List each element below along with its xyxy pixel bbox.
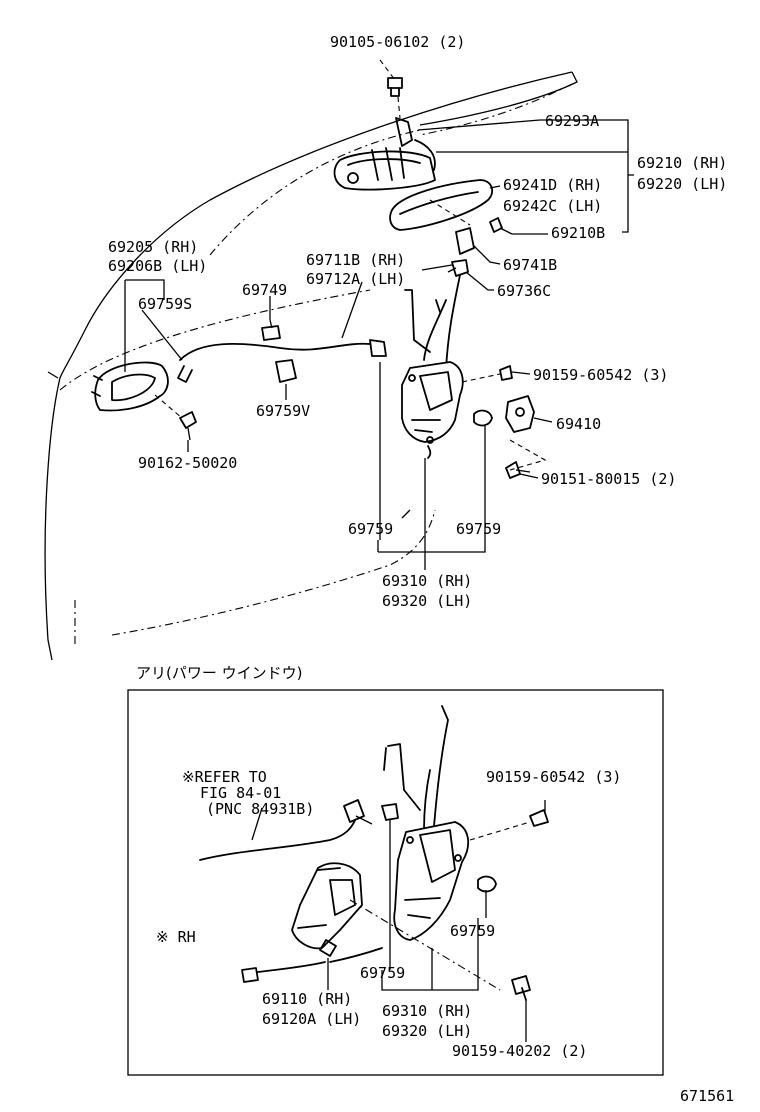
part-labels: 90105-06102 (2) 69293A 69210 (RH) 69220 … bbox=[108, 33, 734, 1105]
label-69712a: 69712A (LH) bbox=[306, 270, 405, 288]
label-69210-rh: 69210 (RH) bbox=[637, 154, 727, 172]
bolt-90159-upper bbox=[461, 365, 513, 383]
label-69736c: 69736C bbox=[497, 282, 551, 300]
label-69210b: 69210B bbox=[551, 224, 605, 242]
door-panel-outline bbox=[44, 71, 578, 661]
label-69206b: 69206B (LH) bbox=[108, 257, 207, 275]
door-lock-rods bbox=[404, 274, 461, 371]
label-69241d: 69241D (RH) bbox=[503, 176, 602, 194]
screw-69210b bbox=[489, 217, 513, 235]
label-69759-lower-right: 69759 bbox=[450, 922, 495, 940]
label-69749: 69749 bbox=[242, 281, 287, 299]
label-69293a: 69293A bbox=[545, 112, 599, 130]
label-69320-lh: 69320 (LH) bbox=[382, 592, 472, 610]
section-title-power-window: アリ(パワー ウインドウ) bbox=[136, 664, 302, 682]
label-69310-rh: 69310 (RH) bbox=[382, 572, 472, 590]
label-69759-left: 69759 bbox=[348, 520, 393, 538]
label-69759-right: 69759 bbox=[456, 520, 501, 538]
figure-number: 671561 bbox=[680, 1087, 734, 1105]
label-90162: 90162-50020 bbox=[138, 454, 237, 472]
screw-90159-40202 bbox=[511, 975, 531, 1001]
inside-lock-cable-69711 bbox=[177, 339, 387, 383]
bolt-90159-lower bbox=[529, 800, 549, 827]
clip-69759v bbox=[275, 359, 297, 383]
label-69120a: 69120A (LH) bbox=[262, 1010, 361, 1028]
label-69711b: 69711B (RH) bbox=[306, 251, 405, 269]
refer-note-line2: FIG 84-01 bbox=[200, 784, 281, 802]
power-door-lock-assembly bbox=[393, 821, 531, 941]
label-90159-60542-upper: 90159-60542 (3) bbox=[533, 366, 668, 384]
door-lock-cable-lower bbox=[199, 799, 373, 861]
handle-cover-69241 bbox=[389, 179, 494, 231]
label-69110: 69110 (RH) bbox=[262, 990, 352, 1008]
label-69410: 69410 bbox=[556, 415, 601, 433]
label-69220-lh: 69220 (LH) bbox=[637, 175, 727, 193]
screw-90162 bbox=[154, 394, 197, 441]
door-lock-motor-69110 bbox=[241, 862, 501, 991]
label-69759v: 69759V bbox=[256, 402, 310, 420]
label-90151: 90151-80015 (2) bbox=[541, 470, 676, 488]
leader-lines-upper bbox=[124, 119, 634, 570]
rod-clip-lower bbox=[381, 803, 399, 821]
label-90105: 90105-06102 (2) bbox=[330, 33, 465, 51]
label-69320-lh-lower: 69320 (LH) bbox=[382, 1022, 472, 1040]
grommet-69759-lower bbox=[477, 875, 497, 893]
power-window-section-frame bbox=[127, 689, 664, 1076]
label-69310-rh-lower: 69310 (RH) bbox=[382, 1002, 472, 1020]
bolt-90105 bbox=[379, 59, 403, 119]
refer-note-line1: ※REFER TO bbox=[182, 768, 267, 786]
rod-clip-69736c bbox=[447, 259, 469, 277]
leader-lines-lower bbox=[251, 807, 527, 1042]
label-90159-40202: 90159-40202 (2) bbox=[452, 1042, 587, 1060]
inside-handle-69205 bbox=[91, 361, 169, 412]
refer-note-line3: (PNC 84931B) bbox=[206, 800, 314, 818]
rh-note: ※ RH bbox=[156, 928, 196, 946]
lock-striker-69410 bbox=[505, 395, 547, 471]
outside-handle-69210 bbox=[333, 117, 436, 191]
door-lock-assembly-69310 bbox=[401, 361, 464, 459]
rod-clip-69741b bbox=[455, 227, 475, 255]
clip-69749 bbox=[261, 319, 281, 341]
label-69741b: 69741B bbox=[503, 256, 557, 274]
label-69759s: 69759S bbox=[138, 295, 192, 313]
label-69759-lower-left: 69759 bbox=[360, 964, 405, 982]
label-69242c: 69242C (LH) bbox=[503, 197, 602, 215]
label-90159-60542-lower: 90159-60542 (3) bbox=[486, 768, 621, 786]
label-69205: 69205 (RH) bbox=[108, 238, 198, 256]
grommet-69759-right bbox=[473, 409, 493, 427]
